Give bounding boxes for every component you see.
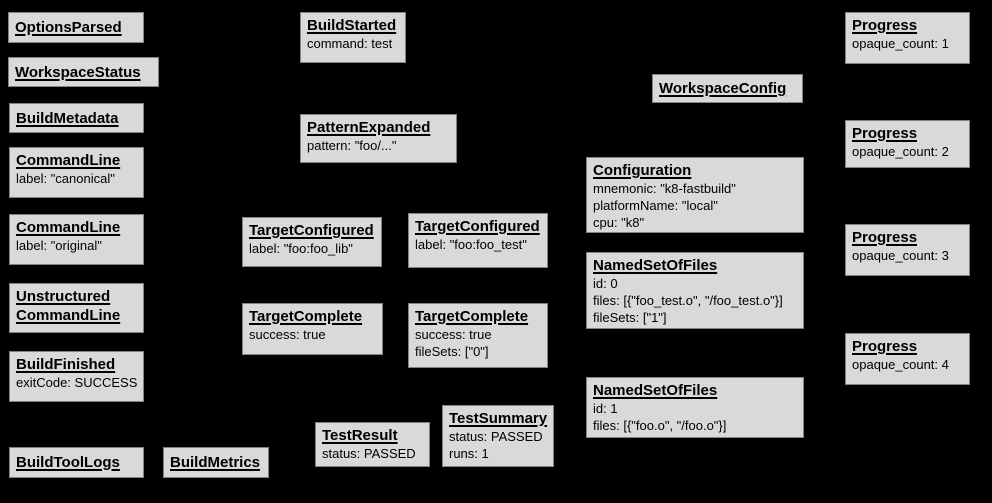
event-box-build-metadata: BuildMetadata — [9, 103, 144, 133]
event-title: NamedSetOfFiles — [593, 382, 718, 399]
event-title: TargetComplete — [415, 308, 529, 325]
event-field: exitCode: SUCCESS — [16, 375, 138, 390]
event-box-unstructured-command-line: Unstructured CommandLine — [9, 283, 144, 333]
event-box-progress-3: Progress opaque_count: 3 — [845, 224, 970, 276]
event-box-progress-1: Progress opaque_count: 1 — [845, 12, 970, 64]
event-field: success: true — [249, 327, 326, 342]
event-box-named-set-of-files-0: NamedSetOfFiles id: 0 files: [{"foo_test… — [586, 252, 804, 329]
event-field: opaque_count: 1 — [852, 36, 949, 51]
event-field: platformName: "local" — [593, 198, 718, 213]
event-box-build-tool-logs: BuildToolLogs — [9, 447, 144, 478]
event-title: Progress — [852, 229, 918, 246]
event-field: status: PASSED — [449, 429, 543, 444]
event-title: CommandLine — [16, 152, 121, 169]
event-title: WorkspaceConfig — [659, 80, 787, 97]
event-field: label: "foo:foo_test" — [415, 237, 527, 252]
event-field: opaque_count: 2 — [852, 144, 949, 159]
event-field: fileSets: ["0"] — [415, 344, 489, 359]
event-field: id: 1 — [593, 401, 618, 416]
event-title: OptionsParsed — [15, 19, 122, 36]
event-box-test-summary: TestSummary status: PASSED runs: 1 — [442, 405, 554, 467]
event-title: Progress — [852, 17, 918, 34]
event-title: NamedSetOfFiles — [593, 257, 718, 274]
event-box-progress-4: Progress opaque_count: 4 — [845, 333, 970, 385]
event-title: TestSummary — [449, 410, 548, 427]
event-field: pattern: "foo/..." — [307, 138, 397, 153]
event-field: opaque_count: 3 — [852, 248, 949, 263]
event-box-command-line-canonical: CommandLine label: "canonical" — [9, 147, 144, 198]
event-box-pattern-expanded: PatternExpanded pattern: "foo/..." — [300, 114, 457, 163]
event-title: BuildMetrics — [170, 454, 261, 471]
event-field: files: [{"foo_test.o", "/foo_test.o"}] — [593, 293, 783, 308]
event-box-workspace-config: WorkspaceConfig — [652, 74, 803, 103]
event-field: mnemonic: "k8-fastbuild" — [593, 181, 736, 196]
event-title: CommandLine — [16, 219, 121, 236]
event-field: id: 0 — [593, 276, 618, 291]
event-title: BuildToolLogs — [16, 454, 120, 471]
event-title: BuildStarted — [307, 17, 397, 34]
event-box-build-started: BuildStarted command: test — [300, 12, 406, 63]
event-title: Progress — [852, 125, 918, 142]
event-box-options-parsed: OptionsParsed — [8, 12, 144, 43]
event-title: PatternExpanded — [307, 119, 431, 136]
event-field: runs: 1 — [449, 446, 489, 461]
event-field: opaque_count: 4 — [852, 357, 949, 372]
event-title: TargetConfigured — [415, 218, 540, 235]
event-box-target-complete-foo-lib: TargetComplete success: true — [242, 303, 383, 355]
event-field: cpu: "k8" — [593, 215, 645, 230]
event-box-progress-2: Progress opaque_count: 2 — [845, 120, 970, 168]
event-title: TestResult — [322, 427, 398, 444]
event-box-target-configured-foo-test: TargetConfigured label: "foo:foo_test" — [408, 213, 548, 268]
event-box-workspace-status: WorkspaceStatus — [8, 57, 159, 87]
event-field: label: "foo:foo_lib" — [249, 241, 353, 256]
event-box-configuration: Configuration mnemonic: "k8-fastbuild" p… — [586, 157, 804, 233]
event-title: Unstructured CommandLine — [16, 288, 121, 324]
event-title: WorkspaceStatus — [15, 63, 141, 81]
event-box-command-line-original: CommandLine label: "original" — [9, 214, 144, 265]
event-field: label: "canonical" — [16, 171, 115, 186]
event-field: status: PASSED — [322, 446, 416, 461]
event-title: BuildFinished — [16, 356, 116, 373]
event-box-target-complete-foo-test: TargetComplete success: true fileSets: [… — [408, 303, 548, 368]
event-title: TargetComplete — [249, 308, 363, 325]
event-field: command: test — [307, 36, 393, 51]
event-title: TargetConfigured — [249, 222, 374, 239]
event-field: files: [{"foo.o", "/foo.o"}] — [593, 418, 727, 433]
event-field: success: true — [415, 327, 492, 342]
event-box-named-set-of-files-1: NamedSetOfFiles id: 1 files: [{"foo.o", … — [586, 377, 804, 438]
event-box-build-finished: BuildFinished exitCode: SUCCESS — [9, 351, 144, 402]
event-title: Configuration — [593, 162, 692, 179]
event-title: BuildMetadata — [16, 109, 119, 127]
event-title: Progress — [852, 338, 918, 355]
event-box-test-result: TestResult status: PASSED — [315, 422, 430, 467]
event-field: fileSets: ["1"] — [593, 310, 667, 325]
event-box-build-metrics: BuildMetrics — [163, 447, 269, 478]
event-box-target-configured-foo-lib: TargetConfigured label: "foo:foo_lib" — [242, 217, 382, 267]
event-field: label: "original" — [16, 238, 102, 253]
